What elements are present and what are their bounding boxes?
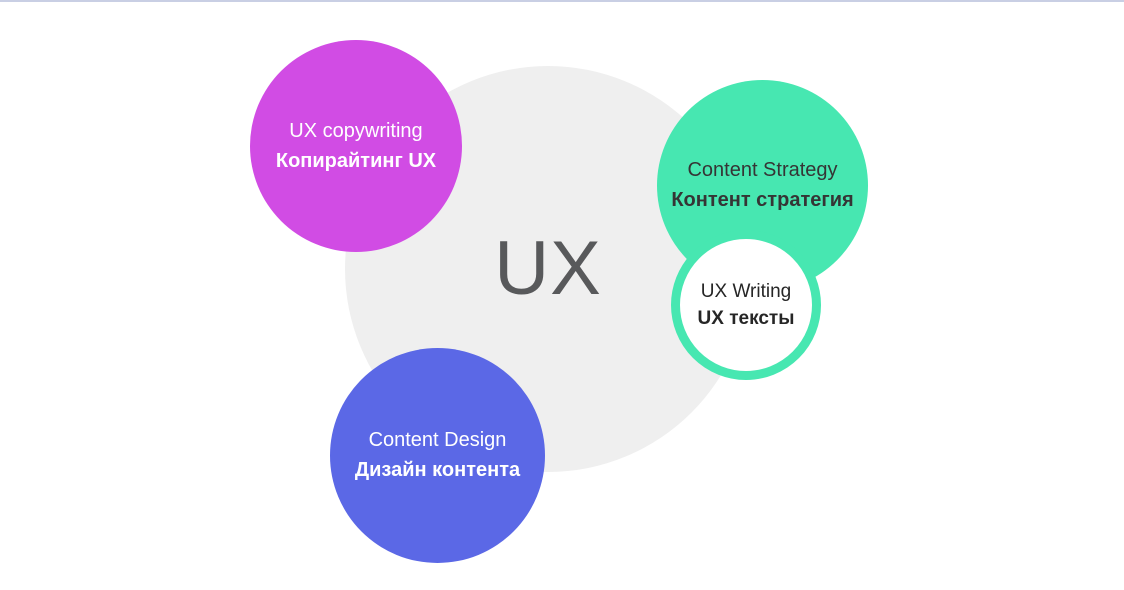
bubble-ux-copywriting-label-en: UX copywriting <box>289 119 423 142</box>
ux-center-label: UX <box>494 226 602 311</box>
bubble-ux-writing-label-en: UX Writing <box>700 280 792 302</box>
bubble-ux-writing: UX Writing UX тексты <box>671 230 821 380</box>
bubble-content-design: Content Design Дизайн контента <box>330 348 545 563</box>
bubble-content-design-label-ru: Дизайн контента <box>354 459 521 481</box>
bubble-content-strategy-label-ru: Контент стратегия <box>671 189 854 211</box>
bubble-ux-copywriting: UX copywriting Копирайтинг UX <box>250 40 462 252</box>
bubble-content-strategy-label-en: Content Strategy <box>687 159 838 181</box>
bubble-content-design-label-en: Content Design <box>368 429 507 451</box>
bubble-ux-copywriting-label-ru: Копирайтинг UX <box>275 149 437 172</box>
bubble-ux-writing-label-ru: UX тексты <box>697 307 795 329</box>
top-divider-line <box>0 0 1124 2</box>
